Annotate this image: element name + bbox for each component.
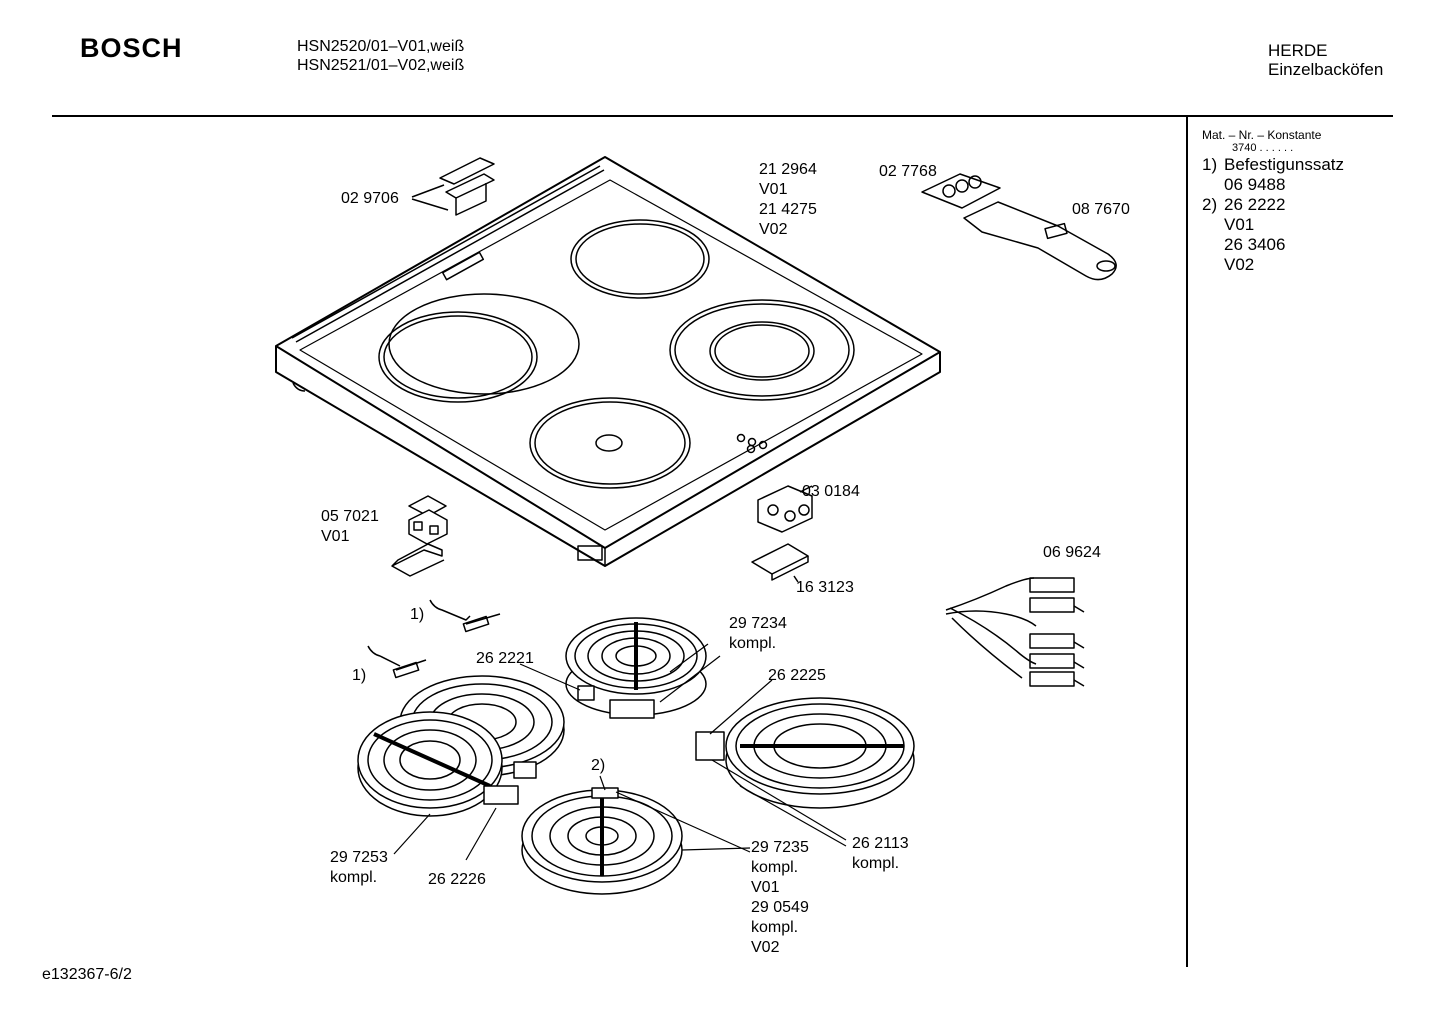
- cooktop-panel: [275, 156, 941, 567]
- heater-297235: [521, 787, 683, 895]
- label-163123: 16 3123: [796, 579, 854, 596]
- heater-297234: [565, 617, 707, 719]
- heater-297253: [357, 675, 565, 817]
- sidebar-item-line: 26 2222: [1224, 195, 1286, 214]
- heater-262113: [695, 697, 915, 809]
- sidebar-item-line: V01: [1224, 215, 1255, 234]
- sidebar-item: 2) 26 2222: [1202, 195, 1344, 215]
- header-divider: [52, 115, 1393, 117]
- part-163123: [751, 543, 809, 583]
- sidebar-item-num: 2): [1202, 195, 1218, 214]
- sidebar-divider: [1186, 117, 1188, 967]
- model-numbers: HSN2520/01–V01,weiß HSN2521/01–V02,weiß: [297, 37, 464, 75]
- part-030184: [757, 485, 813, 533]
- sidebar-item-line: V02: [1224, 255, 1255, 274]
- part-fixing-clip-2: [367, 645, 427, 679]
- label-262221: 26 2221: [476, 650, 534, 667]
- sidebar-item-line: Befestigunssatz: [1224, 155, 1345, 174]
- sidebar-header: Mat. – Nr. – Konstante: [1202, 128, 1322, 142]
- part-029706: [411, 157, 495, 216]
- sidebar-constant: 3740 . . . . . .: [1232, 142, 1294, 154]
- leader-lines: [393, 643, 847, 861]
- parts-sidebar: Mat. – Nr. – Konstante 3740 . . . . . . …: [1202, 128, 1344, 275]
- label-087670: 08 7670: [1072, 201, 1130, 218]
- sidebar-item-line: 26 3406: [1224, 235, 1286, 254]
- part-fixing-clip-1: [429, 599, 501, 633]
- label-030184: 03 0184: [802, 483, 860, 500]
- label-262225: 26 2225: [768, 667, 826, 684]
- label-027768: 02 7768: [879, 163, 937, 180]
- category-line: HERDE: [1268, 41, 1328, 60]
- sidebar-item: 1) Befestigunssatz: [1202, 155, 1344, 175]
- label-fixing-clip-1: 1): [410, 606, 425, 623]
- part-087670: [963, 201, 1117, 281]
- sidebar-item-line: 06 9488: [1224, 175, 1286, 194]
- model-number: HSN2521/01–V02,weiß: [297, 57, 465, 74]
- label-fixing-clip-2: 1): [352, 667, 367, 684]
- label-069624: 06 9624: [1043, 544, 1101, 561]
- drawing-code: e132367-6/2: [42, 966, 132, 983]
- sidebar-item-num: 1): [1202, 155, 1218, 174]
- part-027768: [921, 173, 1001, 209]
- label-item-2: 2): [591, 757, 606, 774]
- brand-logo: BOSCH: [80, 33, 183, 63]
- label-029706: 02 9706: [341, 190, 399, 207]
- category-line: Einzelbacköfen: [1268, 60, 1384, 79]
- part-069624: [945, 577, 1085, 687]
- cooking-zones: [378, 219, 855, 489]
- category: HERDE Einzelbacköfen: [1268, 41, 1383, 79]
- label-262226: 26 2226: [428, 871, 486, 888]
- part-057021: [391, 495, 448, 577]
- model-number: HSN2520/01–V01,weiß: [297, 38, 465, 55]
